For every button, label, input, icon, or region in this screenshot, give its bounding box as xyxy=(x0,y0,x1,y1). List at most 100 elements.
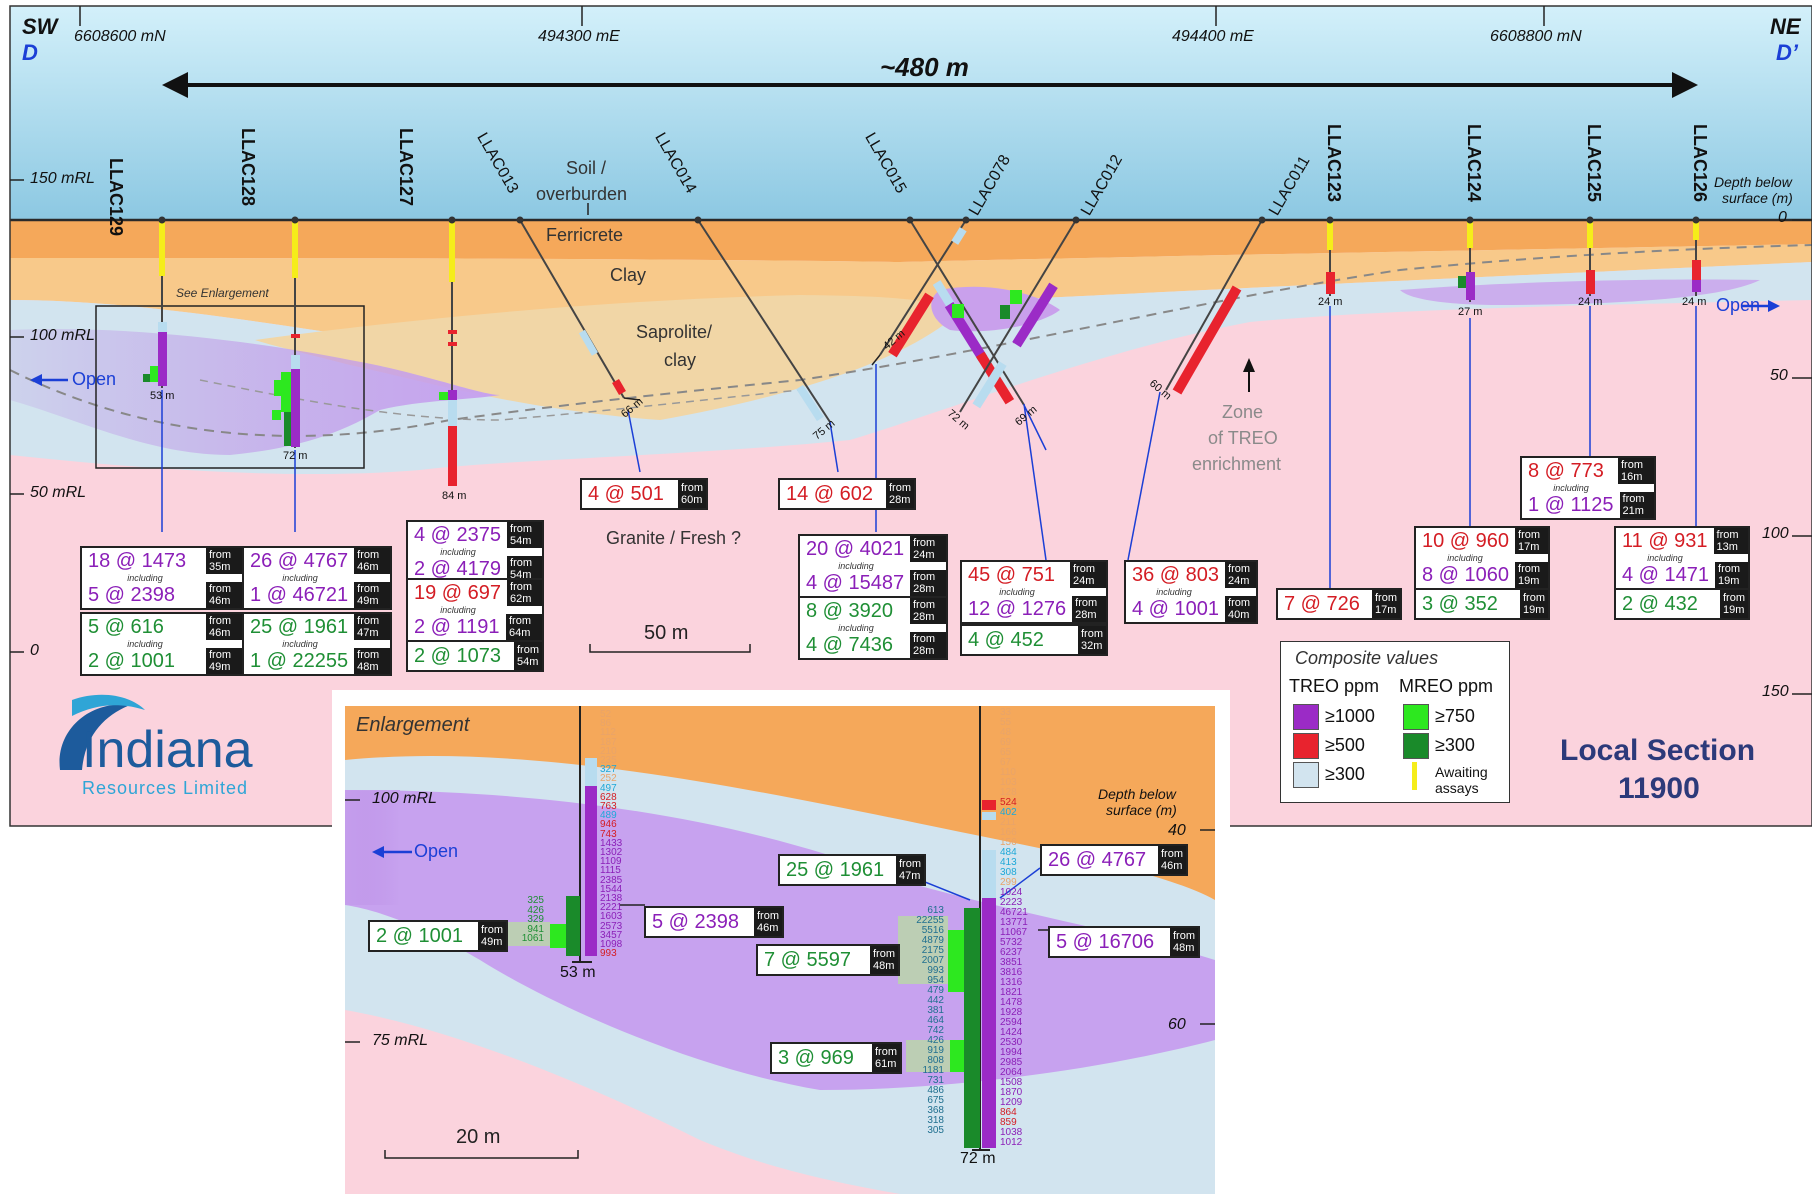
hole-name: LLAC124 xyxy=(1463,124,1484,202)
assay-value: 1012 xyxy=(1000,1138,1028,1148)
section-title: Local Section xyxy=(1560,734,1755,768)
legend-item: ≥300 xyxy=(1325,764,1365,785)
enl-depth: 60 xyxy=(1168,1016,1186,1034)
swatch-treo-1000 xyxy=(1293,704,1319,730)
hole-depth: 24 m xyxy=(1682,296,1706,308)
zone-label: Zone xyxy=(1222,402,1263,423)
enl-mrl: 100 mRL xyxy=(372,790,437,808)
depth-title: Depth below xyxy=(1714,174,1792,190)
granite-label: Granite / Fresh ? xyxy=(606,528,741,549)
legend-title: Composite values xyxy=(1295,648,1438,669)
swatch-mreo-750 xyxy=(1403,704,1429,730)
scale-label: 50 m xyxy=(644,622,688,645)
legend-mreo-head: MREO ppm xyxy=(1399,676,1493,697)
hole-depth: 27 m xyxy=(1458,306,1482,318)
zone-label: of TREO xyxy=(1208,428,1278,449)
enlargement-title: Enlargement xyxy=(356,714,469,737)
enl-open: Open xyxy=(414,841,458,862)
saprolite-label: Saprolite/ xyxy=(636,322,712,343)
sw-letter: D xyxy=(22,40,38,66)
legend: Composite values TREO ppm MREO ppm ≥1000… xyxy=(1280,641,1510,803)
swatch-treo-500 xyxy=(1293,733,1319,759)
legend-item: ≥300 xyxy=(1435,735,1475,756)
assay-value: 305 xyxy=(914,1126,944,1136)
enl-call-r4: 5 @ 16706from48m xyxy=(1048,926,1200,958)
sw-label: SW xyxy=(22,14,57,40)
zone-label: enrichment xyxy=(1192,454,1281,475)
hole-depth: 53 m xyxy=(150,390,174,402)
intercept-llac012-mreo: 4 @ 452from32m xyxy=(960,624,1108,656)
ne-label: NE xyxy=(1770,14,1801,40)
hole-name: LLAC127 xyxy=(395,128,416,206)
swatch-mreo-300 xyxy=(1403,733,1429,759)
hole-depth: 72 m xyxy=(283,450,307,462)
hole-name: LLAC126 xyxy=(1689,124,1710,202)
open-label-left: Open xyxy=(72,369,116,390)
intercept-llac124-mreo: 3 @ 352from19m xyxy=(1414,588,1550,620)
swatch-awaiting xyxy=(1412,762,1417,790)
legend-item: Awaiting xyxy=(1435,764,1488,780)
clay-label: Clay xyxy=(610,265,646,286)
assay-value: 1061 xyxy=(520,934,544,944)
hole-depth: 84 m xyxy=(442,490,466,502)
saprolite-label: clay xyxy=(664,350,696,371)
hole-name: LLAC125 xyxy=(1583,124,1604,202)
soil-label: overburden xyxy=(536,184,627,205)
mrl-label: 0 xyxy=(30,642,39,660)
ferricrete-label: Ferricrete xyxy=(546,225,623,246)
open-label-right: Open xyxy=(1716,295,1760,316)
hole-depth: 24 m xyxy=(1318,296,1342,308)
tick-label: 494400 mE xyxy=(1172,28,1254,46)
intercept-llac125: 8 @ 773from16m including 1 @ 1125from21m xyxy=(1520,456,1656,520)
tick-label: 6608800 mN xyxy=(1490,28,1582,46)
legend-item: ≥500 xyxy=(1325,735,1365,756)
hole-name: LLAC128 xyxy=(237,128,258,206)
logo-sub: Resources Limited xyxy=(82,778,248,799)
mrl-label: 100 mRL xyxy=(30,327,95,345)
depth-label: 100 xyxy=(1762,525,1789,543)
section-width: ~480 m xyxy=(880,52,969,83)
depth-label: 50 xyxy=(1770,367,1788,385)
tick-label: 6608600 mN xyxy=(74,28,166,46)
enl-hole-depth: 53 m xyxy=(560,964,596,982)
mrl-label: 150 mRL xyxy=(30,170,95,188)
enl-depth-title: surface (m) xyxy=(1106,802,1177,818)
intercept-llac126-treo: 11 @ 931from13m including 4 @ 1471from19… xyxy=(1614,526,1750,590)
depth-title: surface (m) xyxy=(1722,190,1793,206)
see-enlargement-label: See Enlargement xyxy=(176,286,269,300)
logo-name: Indiana xyxy=(82,720,253,780)
enl-depth-title: Depth below xyxy=(1098,786,1176,802)
enl-call-left-mreo: 2 @ 1001from49m xyxy=(368,920,508,952)
enl-call-r2: 26 @ 4767from46m xyxy=(1040,844,1188,876)
enl-mrl: 75 mRL xyxy=(372,1032,428,1050)
depth-label: 0 xyxy=(1778,209,1787,227)
hole-depth: 24 m xyxy=(1578,296,1602,308)
legend-treo-head: TREO ppm xyxy=(1289,676,1379,697)
intercept-llac014: 14 @ 602from28m xyxy=(778,478,916,510)
depth-label: 150 xyxy=(1762,683,1789,701)
intercept-llac129-mreo: 5 @ 616from46m including 2 @ 1001from49m xyxy=(80,612,244,676)
hole-name: LLAC123 xyxy=(1323,124,1344,202)
legend-item: ≥750 xyxy=(1435,706,1475,727)
enl-scale: 20 m xyxy=(456,1126,500,1149)
mrl-label: 50 mRL xyxy=(30,484,86,502)
assay-value: 993 xyxy=(600,949,622,958)
legend-item: assays xyxy=(1435,780,1479,796)
enl-call-r3: 7 @ 5597from48m xyxy=(756,944,900,976)
swatch-treo-300 xyxy=(1293,762,1319,788)
